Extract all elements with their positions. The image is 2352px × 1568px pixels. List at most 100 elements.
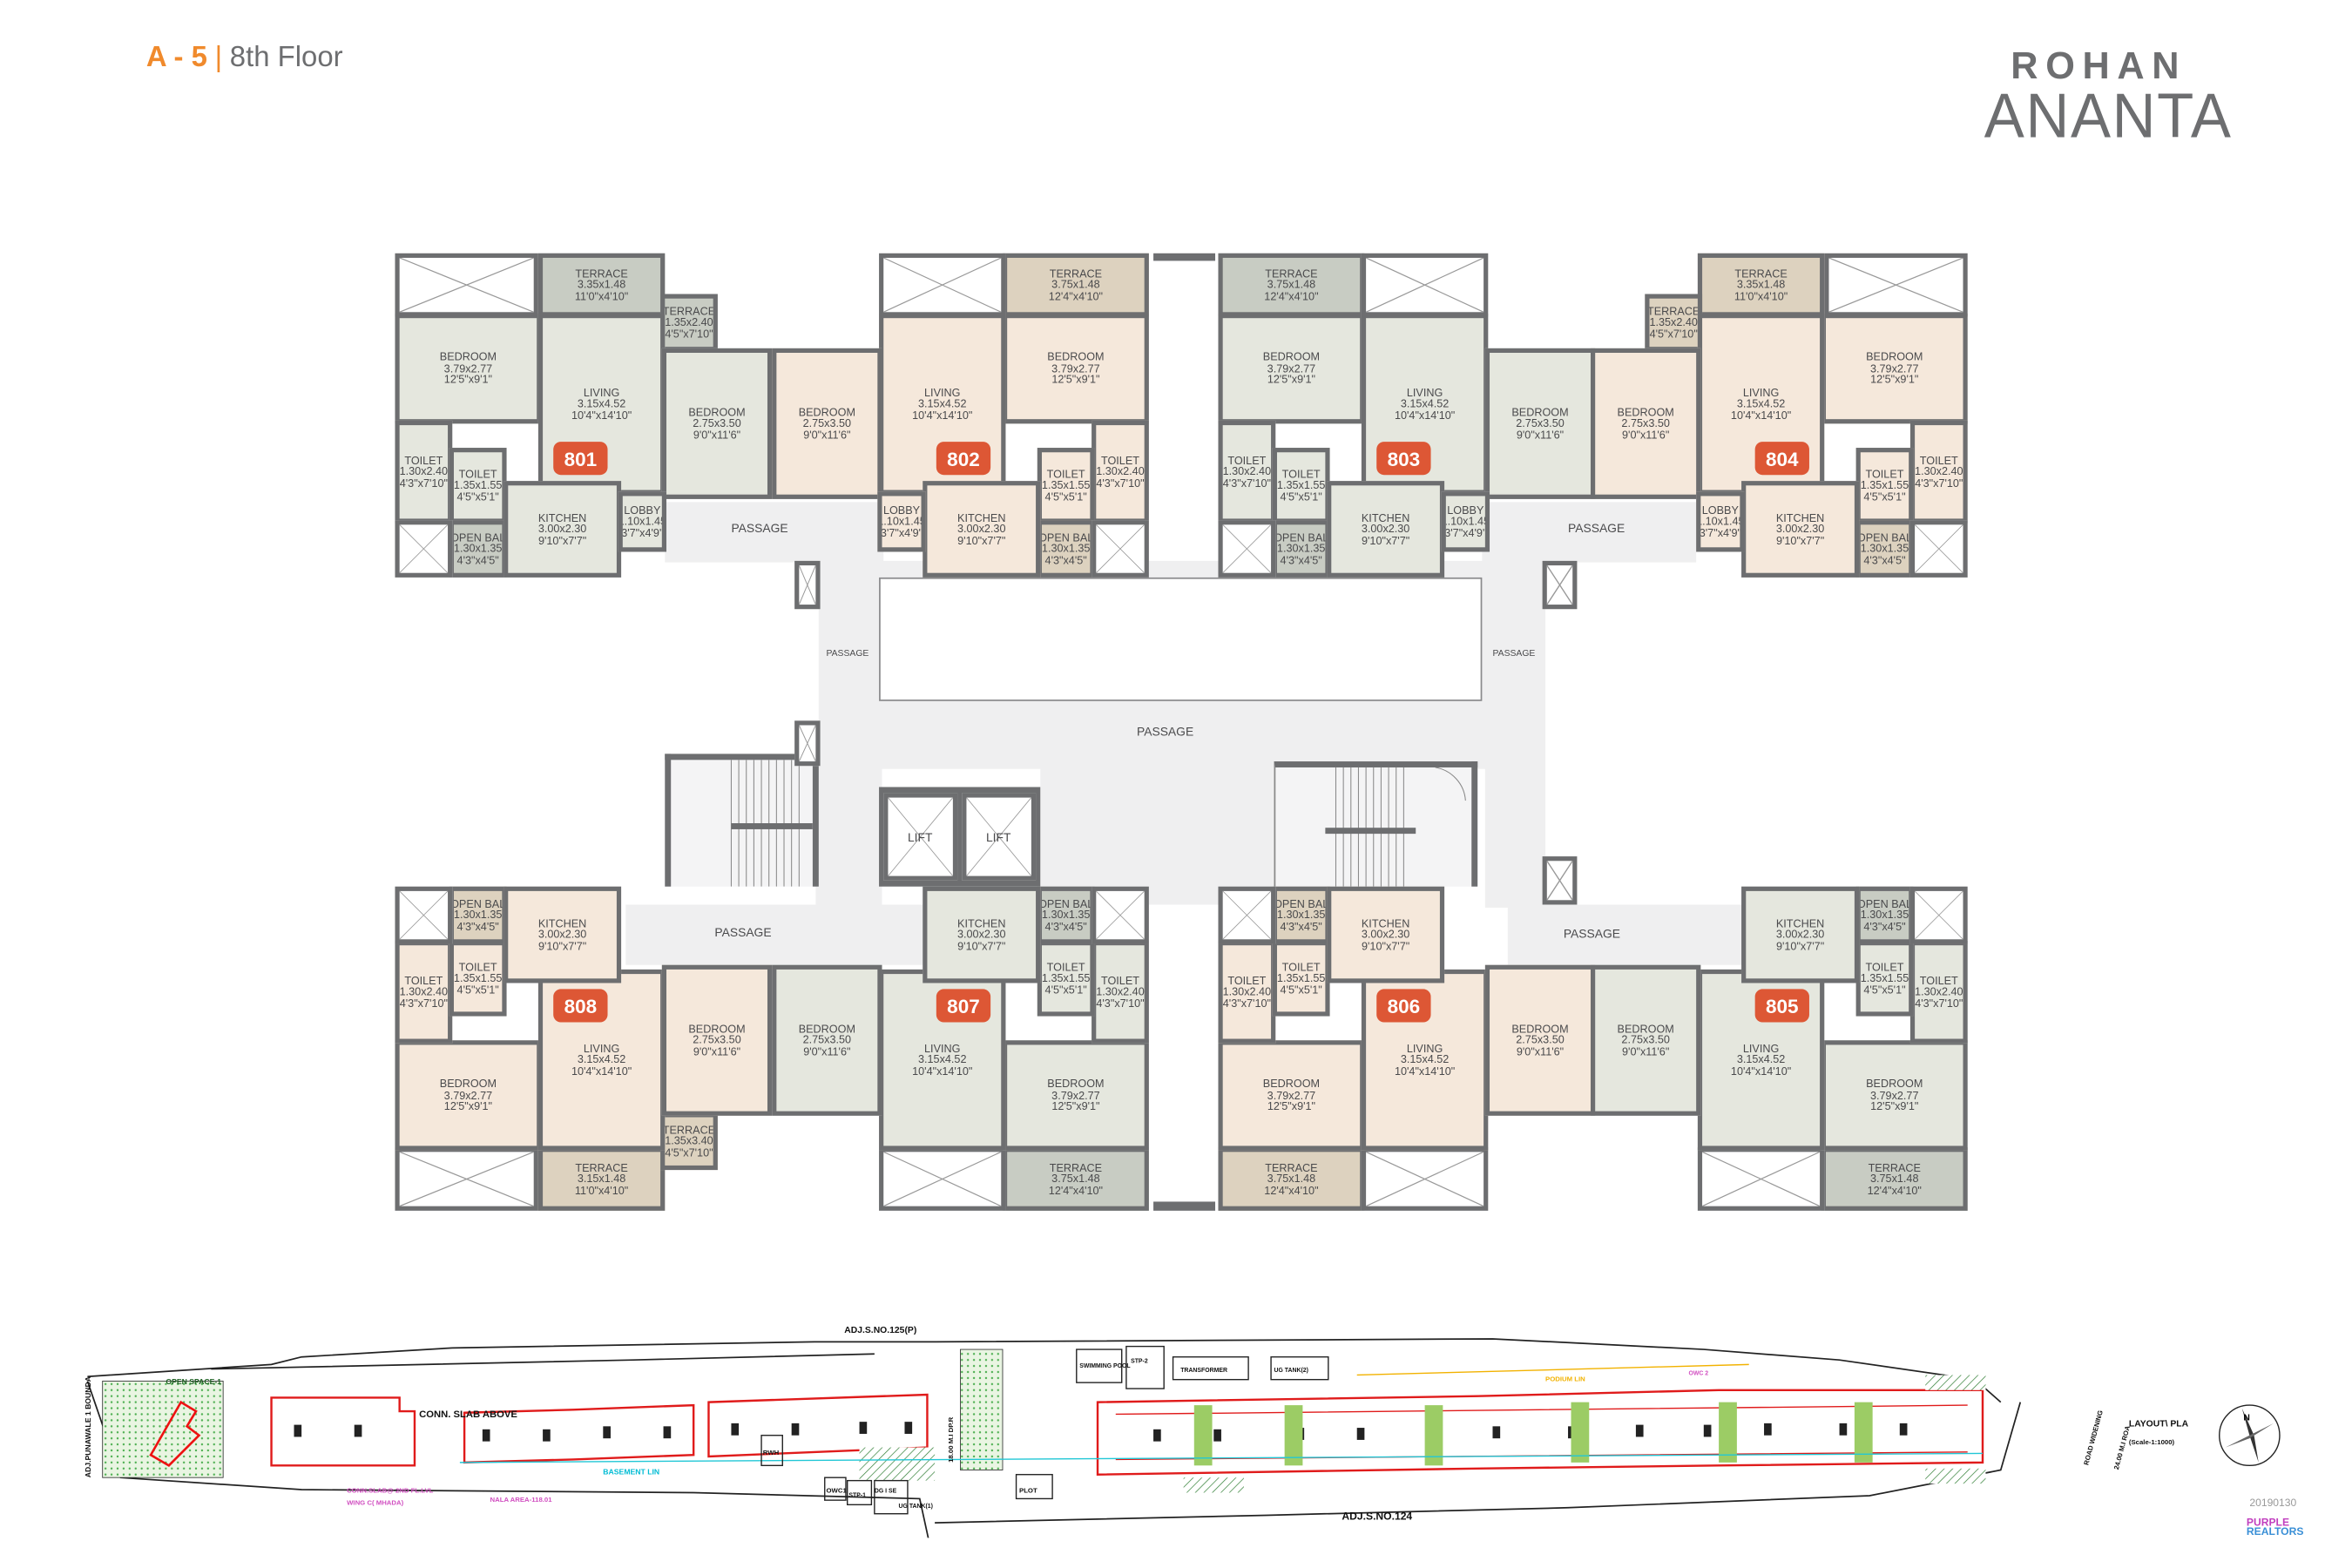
room-metric-size: 1.30x2.40 [399, 984, 449, 999]
room-metric-size: 1.30x2.40 [1915, 464, 1963, 479]
unit-number-badge: 801 [553, 442, 608, 476]
room-imperial-size: 11'0"x4'10" [574, 288, 629, 303]
room-imperial-size: 9'10"x7'7" [1775, 533, 1825, 547]
room-imperial-size: 9'0"x11'6" [1516, 1044, 1565, 1058]
room-metric-size: 1.30x1.35 [1276, 541, 1326, 556]
stp1-label: STP-1 [848, 1493, 866, 1499]
open-duct-cutout [1361, 253, 1489, 317]
room-metric-size: 2.75x3.50 [1516, 416, 1565, 430]
room-label: BEDROOM [798, 1021, 855, 1036]
room-label: TERRACE [1647, 303, 1700, 318]
room-label: TOILET [458, 959, 497, 974]
room-label: TERRACE [1049, 266, 1103, 280]
lift-2: LIFT [962, 793, 1037, 881]
unit-number-badge: 805 [1754, 989, 1809, 1023]
room-metric-size: 3.15x4.52 [577, 396, 626, 411]
room-label: TERRACE [1049, 1160, 1103, 1174]
room-imperial-size: 9'0"x11'6" [1622, 428, 1670, 442]
room-label: LOBBY [1447, 503, 1484, 517]
room-imperial-size: 9'0"x11'6" [693, 1044, 741, 1058]
cross-icon [1222, 890, 1272, 940]
open-duct-cutout [1092, 520, 1149, 578]
room-metric-size: 3.75x1.48 [1267, 277, 1316, 292]
room-metric-size: 3.00x2.30 [537, 522, 587, 536]
unit-markers [294, 1422, 1908, 1442]
open-space-label: OPEN SPACE-1 [166, 1377, 221, 1386]
room-metric-size: 3.75x1.48 [1267, 1172, 1316, 1186]
room-label: LIVING [1742, 1041, 1780, 1055]
room-metric-size: 3.15x4.52 [577, 1052, 626, 1067]
room-imperial-size: 11'0"x4'10" [574, 1183, 629, 1197]
open-courtyard [879, 577, 1483, 701]
room-metric-size: 1.30x1.35 [1860, 541, 1909, 556]
room-imperial-size: 4'5"x7'10" [665, 327, 713, 341]
lift-cross-icon [966, 797, 1031, 876]
room-metric-size: 3.00x2.30 [957, 927, 1006, 942]
room-imperial-size: 12'4"x4'10" [1264, 1183, 1319, 1197]
room-imperial-size: 9'10"x7'7" [537, 938, 587, 953]
room-label: OPEN BAL [1856, 530, 1913, 544]
open-duct-cutout [1218, 520, 1276, 578]
room-imperial-size: 12'5"x9'1" [1051, 373, 1100, 387]
passage-bottom-left [625, 904, 923, 965]
room-metric-size: 1.30x2.40 [1915, 984, 1963, 999]
open-space-2 [960, 1348, 1004, 1470]
room-imperial-size: 4'3"x7'10" [1915, 476, 1963, 490]
room-imperial-size: 12'4"x4'10" [1867, 1183, 1922, 1197]
room-imperial-size: 12'5"x9'1" [443, 373, 493, 387]
room-label: LIVING [1406, 385, 1443, 399]
layout-title: LAYOUT\ PLA [2129, 1419, 2189, 1429]
room-label: TERRACE [575, 1160, 628, 1174]
passage-top-left [665, 502, 884, 563]
purple-realtors-logo: PURPLE REALTORS [2247, 1518, 2304, 1538]
room-label: KITCHEN [1361, 510, 1410, 524]
room-metric-size: 3.75x1.48 [1870, 1172, 1919, 1186]
cross-icon [1915, 524, 1963, 573]
open-duct-cutout [395, 1147, 538, 1211]
room-label: TOILET [404, 973, 443, 987]
owc1-label: OWC1 [826, 1486, 847, 1494]
room-imperial-size: 4'3"x7'10" [1222, 996, 1271, 1010]
room-imperial-size: 4'3"x7'10" [1096, 996, 1145, 1010]
room-label: BEDROOM [439, 349, 497, 364]
staircase-left [665, 754, 819, 887]
open-duct-cutout [395, 886, 453, 944]
room-imperial-size: 4'5"x5'1" [1863, 983, 1906, 997]
room-imperial-size: 9'0"x11'6" [1516, 428, 1565, 442]
room-label: OPEN BAL [1856, 896, 1913, 910]
cross-icon [399, 1152, 534, 1206]
room-label: BEDROOM [1617, 1021, 1674, 1036]
open-duct-cutout [1697, 1147, 1825, 1211]
room-imperial-size: 3'7"x4'9" [880, 525, 923, 540]
room-imperial-size: 10'4"x14'10" [912, 408, 973, 422]
room-label: LOBBY [624, 503, 661, 517]
podium-line [1356, 1363, 1749, 1376]
open-duct-cutout [879, 253, 1006, 317]
duct-shaft [794, 560, 821, 610]
room-imperial-size: 10'4"x14'10" [1394, 408, 1456, 422]
cross-icon [1915, 890, 1963, 940]
north-label: N [2243, 1413, 2250, 1423]
room-metric-size: 2.75x3.50 [1621, 1032, 1670, 1047]
